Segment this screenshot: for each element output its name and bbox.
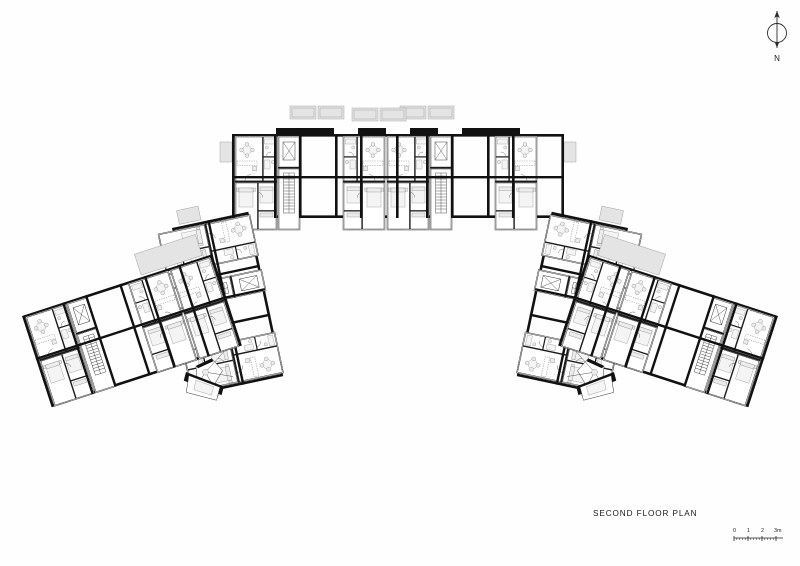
west-wing xyxy=(22,205,285,408)
page-title: SECOND FLOOR PLAN xyxy=(593,509,698,518)
balcony-west-lower xyxy=(134,234,203,276)
scale-tick-2: 2 xyxy=(761,528,764,534)
balcony-east xyxy=(563,141,577,163)
scale-tick-0: 0 xyxy=(733,528,736,534)
north-linear-block xyxy=(219,105,577,231)
north-arrow-label: N xyxy=(774,54,780,63)
north-arrow-icon xyxy=(767,11,787,48)
scale-tick-3: 3m xyxy=(774,528,782,534)
scale-bar-ruler xyxy=(733,536,783,541)
balcony-east-lower xyxy=(597,234,666,276)
scale-bar: 0 1 2 3m xyxy=(733,528,791,544)
east-wing-splay xyxy=(576,372,617,401)
balcony-group-north xyxy=(289,105,455,122)
north-arrow: N xyxy=(759,8,795,66)
balcony-west xyxy=(219,141,233,163)
west-wing-lower-bar xyxy=(22,234,242,408)
balcony-west-wing-north xyxy=(176,205,202,225)
scale-tick-1: 1 xyxy=(747,528,750,534)
balcony-east-wing-north xyxy=(598,205,624,225)
east-wing xyxy=(515,205,778,408)
west-wing-splay xyxy=(183,372,224,401)
east-wing-lower-bar xyxy=(558,234,778,408)
scale-bar-labels: 0 1 2 3m xyxy=(733,528,791,536)
